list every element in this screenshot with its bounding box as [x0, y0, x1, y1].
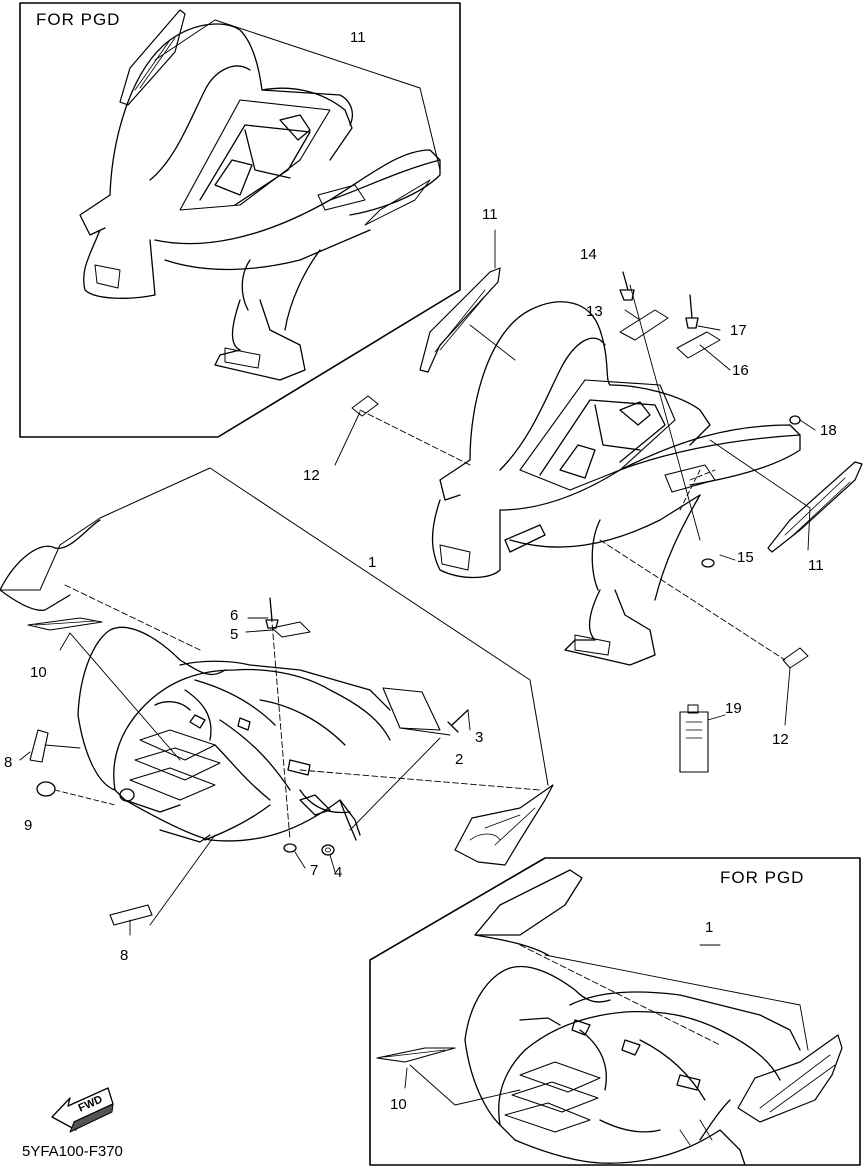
callout-7: 7: [310, 862, 319, 879]
callout-16: 16: [732, 362, 749, 379]
leader-lines-front: [19, 584, 541, 936]
grille-10-main: [27, 617, 103, 631]
pgd-box-frame-top: [19, 2, 461, 438]
callout-6: 6: [230, 607, 239, 624]
side-decal-front: [454, 784, 554, 866]
damper-16: [676, 331, 721, 359]
damper-13: [619, 309, 669, 341]
front-fender-pgd-drawing: [376, 869, 843, 1166]
nut-18: [789, 415, 801, 425]
rear-fender-pgd-drawing: [79, 9, 441, 381]
decal-11-top: [419, 267, 501, 373]
callout-1-box: 1: [705, 919, 714, 936]
drawing-code: 5YFA100-F370: [22, 1143, 123, 1160]
rivet-17: [685, 294, 699, 329]
callout-18: 18: [820, 422, 837, 439]
callout-3: 3: [475, 729, 484, 746]
callout-1-main: 1: [368, 554, 377, 571]
callout-11-top: 11: [482, 206, 498, 223]
callout-5: 5: [230, 626, 239, 643]
rivet-14: [619, 271, 635, 301]
pgd-box-frame-bottom: [369, 857, 861, 1166]
decal-11-pgd-box: [119, 9, 186, 106]
caution-label-19: [679, 711, 709, 773]
damper-5: [271, 621, 311, 638]
pgd-box-title-top: FOR PGD: [36, 10, 121, 29]
callout-17: 17: [730, 322, 747, 339]
fwd-arrow-icon: [51, 1087, 114, 1133]
label-12-right: [782, 647, 809, 669]
cap-9: [36, 781, 56, 797]
callout-2: 2: [455, 751, 464, 768]
callout-19: 19: [725, 700, 742, 717]
damper-2: [382, 687, 441, 731]
callout-12-right: 12: [772, 731, 789, 748]
nut-15: [701, 558, 715, 568]
callout-8-bottom: 8: [120, 947, 129, 964]
callout-8-left: 8: [4, 754, 13, 771]
callout-4: 4: [334, 864, 343, 881]
front-fender-main-drawing: [0, 467, 549, 843]
decal-11-right: [767, 461, 863, 553]
callout-15: 15: [737, 549, 754, 566]
leader-lines-upper: [334, 229, 816, 726]
reflector-8-bottom: [109, 904, 153, 926]
nut-4: [321, 844, 335, 856]
callout-10-main: 10: [30, 664, 47, 681]
screw-3: [447, 709, 469, 733]
label-12-left: [351, 395, 379, 417]
rear-fender-main-drawing: [431, 301, 801, 666]
callout-11-right: 11: [808, 557, 824, 574]
washer-7: [283, 843, 297, 853]
callout-9: 9: [24, 817, 33, 834]
callout-13: 13: [586, 303, 603, 320]
callout-11-box: 11: [350, 29, 366, 46]
leader-lines-pgd-bottom: [404, 944, 809, 1106]
pgd-box-title-bottom: FOR PGD: [720, 868, 805, 887]
callout-10-box: 10: [390, 1096, 407, 1113]
rivet-6: [265, 597, 279, 629]
callout-14: 14: [580, 246, 597, 263]
callout-12-left: 12: [303, 467, 320, 484]
reflector-8-left: [29, 729, 49, 763]
